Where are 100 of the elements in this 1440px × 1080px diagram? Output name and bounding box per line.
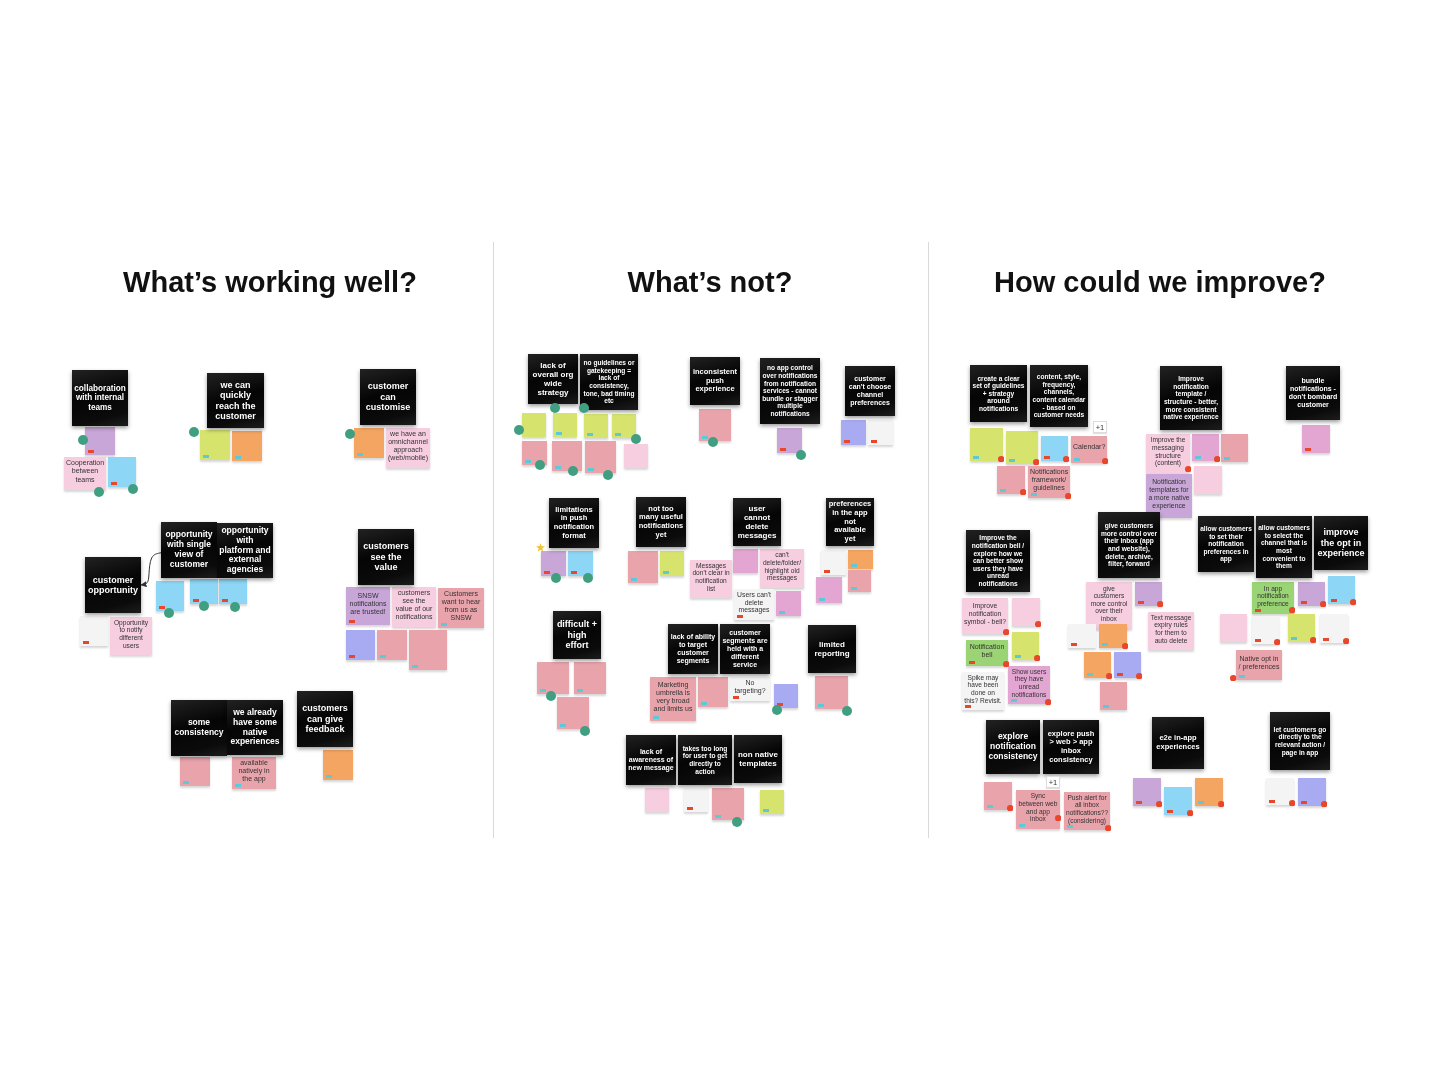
topic-card <box>760 358 820 424</box>
sticky-note <box>645 788 669 812</box>
sticky-note <box>323 750 353 780</box>
sticky-note <box>650 677 696 721</box>
sticky-note <box>612 414 636 438</box>
topic-card <box>808 625 856 673</box>
sticky-note <box>699 409 731 441</box>
sticky-note <box>1114 652 1141 678</box>
topic-card <box>626 735 676 785</box>
topic-card <box>1286 366 1340 420</box>
topic-card <box>1098 512 1160 578</box>
sticky-note <box>1006 431 1038 464</box>
card-text: customers see the value <box>362 541 410 573</box>
topic-card <box>85 557 141 613</box>
sticky-note <box>624 444 648 468</box>
sticky-note <box>1146 474 1192 518</box>
topic-card <box>297 691 353 747</box>
sticky-note <box>85 427 115 455</box>
sticky-note <box>1084 652 1111 678</box>
topic-card <box>207 373 264 428</box>
sticky-note <box>774 684 798 708</box>
sticky-note <box>733 549 758 573</box>
sticky-note <box>816 577 842 603</box>
topic-card <box>528 354 578 404</box>
topic-card <box>72 370 128 426</box>
sticky-note <box>1328 576 1355 604</box>
topic-card <box>161 522 217 578</box>
sticky-note <box>1133 778 1161 806</box>
sticky-note <box>760 549 804 588</box>
sticky-note <box>1298 778 1326 806</box>
sticky-note <box>848 570 871 592</box>
sticky-note <box>1099 624 1127 648</box>
topic-card <box>1043 720 1099 774</box>
sticky-note <box>64 457 106 490</box>
sticky-note <box>848 550 873 569</box>
column-heading: What’s not? <box>626 266 794 300</box>
sticky-note <box>553 413 577 437</box>
card-text: collaboration with internal teams <box>74 383 126 413</box>
sticky-note <box>180 757 210 786</box>
card-text: difficult + high effort <box>555 619 599 651</box>
sticky-note <box>219 579 247 604</box>
sticky-note <box>1288 614 1315 642</box>
sticky-note <box>1220 614 1247 642</box>
sticky-note <box>568 551 593 576</box>
card-text: explore notification consistency <box>988 732 1038 762</box>
sticky-note <box>346 630 375 660</box>
topic-card <box>553 611 601 659</box>
sticky-note <box>108 457 136 487</box>
sticky-note <box>712 788 744 820</box>
card-text: user cannot delete messages <box>736 503 778 541</box>
topic-card <box>986 720 1040 774</box>
topic-card <box>845 366 895 416</box>
topic-card <box>1256 516 1312 578</box>
arrow <box>140 552 162 588</box>
topic-card <box>549 498 599 548</box>
sticky-note <box>354 428 384 458</box>
topic-card <box>360 369 416 425</box>
topic-card <box>734 735 782 783</box>
sticky-note <box>584 414 608 438</box>
sticky-note <box>552 441 582 471</box>
sticky-note <box>232 431 262 461</box>
sticky-note <box>660 551 684 576</box>
topic-card <box>1198 516 1254 572</box>
sticky-note <box>970 428 1003 461</box>
topic-card <box>1160 366 1222 430</box>
sticky-note <box>80 616 108 646</box>
sticky-note <box>541 551 566 576</box>
sticky-note <box>522 441 547 465</box>
card-text: customers can give feedback <box>301 703 349 735</box>
sticky-note <box>1266 778 1294 805</box>
sticky-note <box>377 630 407 660</box>
sticky-note <box>760 790 784 814</box>
sticky-note <box>1192 434 1219 461</box>
card-text: improve the opt in experience <box>1316 527 1366 559</box>
topic-card <box>668 624 718 674</box>
card-text: opportunity with platform and external agencies <box>219 526 271 575</box>
sticky-note <box>1252 616 1279 644</box>
sticky-note <box>966 640 1008 666</box>
topic-card <box>690 357 740 405</box>
sticky-note <box>1194 466 1222 494</box>
sticky-note <box>776 591 801 616</box>
card-text: customer can customise <box>364 381 412 413</box>
card-text: lack of overall org wide strategy <box>531 360 575 398</box>
card-text: we already have some native experiences <box>229 707 281 748</box>
column-heading: What’s working well? <box>122 266 418 300</box>
topic-card <box>636 497 686 547</box>
topic-card <box>1152 717 1204 769</box>
sticky-note <box>815 676 848 709</box>
sticky-note <box>537 662 569 694</box>
topic-card <box>678 735 732 785</box>
sticky-note <box>684 788 708 812</box>
sticky-note <box>821 550 846 575</box>
sticky-note <box>841 420 866 445</box>
topic-card <box>171 700 227 756</box>
sticky-note <box>1135 582 1162 606</box>
sticky-note <box>1100 682 1127 710</box>
sticky-note <box>1302 425 1330 453</box>
sticky-note <box>1298 582 1325 606</box>
sticky-note <box>557 697 589 729</box>
card-text: customer opportunity <box>87 574 139 596</box>
